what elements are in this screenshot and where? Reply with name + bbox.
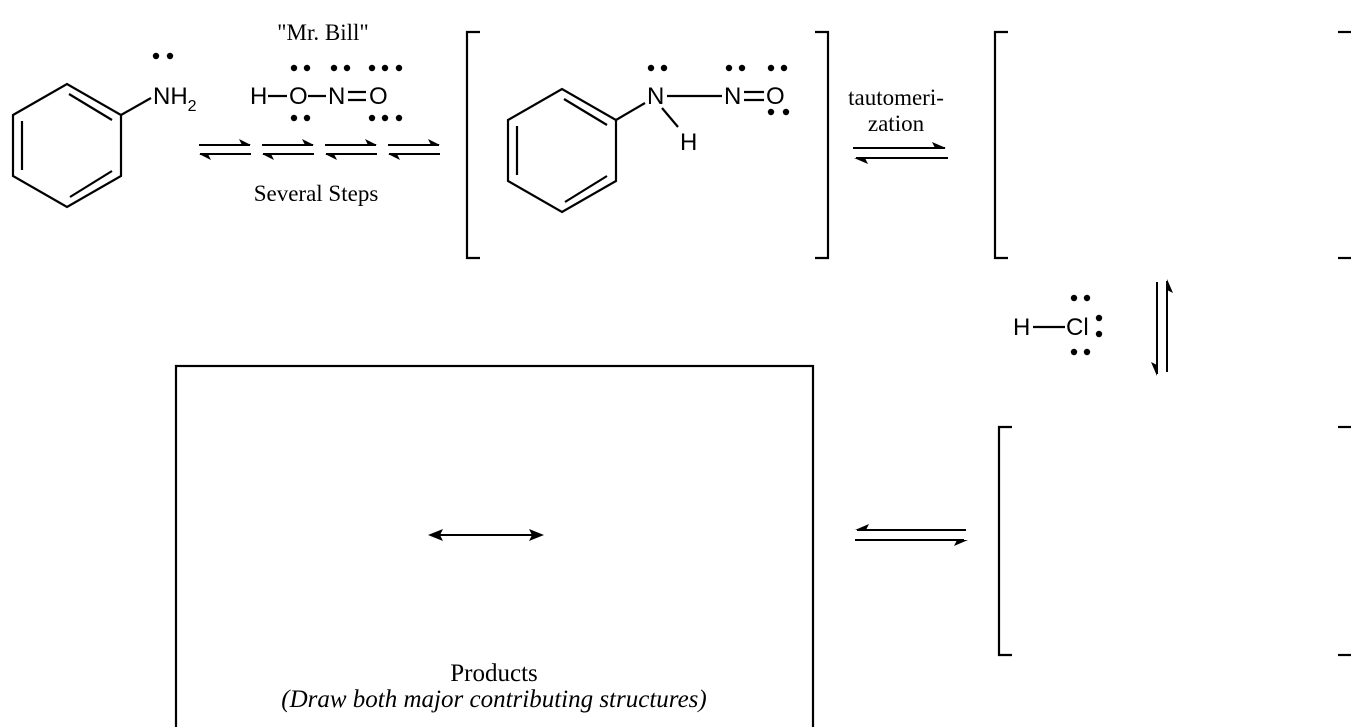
left-bracket	[997, 425, 1012, 657]
reagent-nickname: "Mr. Bill"	[277, 20, 369, 45]
ring-inner-double-bond	[69, 170, 113, 198]
ring-inner-double-bond	[68, 93, 113, 121]
nitroso-n-atom: N	[724, 83, 741, 110]
intermediate-benzene-ring	[506, 87, 618, 214]
products-title: Products	[450, 660, 538, 687]
hono-h-atom: H	[250, 83, 267, 110]
hono-o-atom: O	[289, 83, 308, 110]
c-n-bond	[120, 97, 152, 116]
hcl-cl-atom: Cl	[1066, 314, 1089, 341]
aniline-benzene-ring	[11, 82, 123, 209]
products-equilibrium-arrow	[855, 524, 968, 546]
chloride-lone-pairs	[1070, 294, 1103, 356]
tautomerization-equilibrium-arrow	[853, 142, 948, 164]
protonated-answer-bracket	[997, 425, 1351, 657]
steps-caption: Several Steps	[254, 181, 379, 206]
equilibrium-arrow	[199, 139, 251, 160]
n-h-atom: H	[680, 129, 697, 156]
ring-inner-double-bond	[563, 98, 608, 126]
products-instruction: (Draw both major contributing structures…	[281, 686, 706, 713]
nitroso-o-atom: O	[766, 83, 785, 110]
nitrous-acid-structure: H O N O	[250, 64, 403, 122]
amine-n-atom: N	[647, 83, 664, 110]
hono-n-atom: N	[328, 83, 345, 110]
tautomer-answer-bracket	[993, 30, 1351, 260]
hono-lone-pairs	[290, 64, 403, 122]
multi-step-equilibrium-arrows	[199, 139, 440, 160]
tautomerization-label-line1: tautomeri-	[848, 85, 944, 110]
intermediate-brackets	[465, 30, 830, 260]
n-nitrosoamine-structure: N N O H	[506, 64, 790, 214]
n-h-bond	[661, 107, 679, 128]
c-n-bond	[615, 102, 646, 121]
left-bracket	[465, 30, 480, 260]
intermediate-lone-pairs	[647, 64, 790, 116]
benzene-ring-outline	[11, 82, 123, 209]
hcl-reagent: H Cl	[1013, 294, 1103, 356]
hono-o2-atom: O	[369, 83, 388, 110]
products-box-frame	[174, 364, 815, 727]
equilibrium-arrow	[388, 139, 440, 160]
amine-lone-pair	[152, 52, 174, 60]
tautomerization-label-line2: zation	[868, 111, 925, 136]
ring-inner-double-bond	[564, 175, 608, 203]
left-bracket	[993, 30, 1008, 260]
benzene-ring-outline	[506, 87, 618, 214]
resonance-arrow	[428, 529, 544, 541]
equilibrium-arrow	[262, 139, 314, 160]
amine-nh-label: NH2	[153, 83, 197, 115]
right-bracket	[815, 30, 830, 260]
equilibrium-arrow	[325, 139, 377, 160]
products-box: Products (Draw both major contributing s…	[174, 364, 815, 727]
aniline-structure: NH2	[11, 52, 197, 209]
hcl-h-atom: H	[1013, 314, 1030, 341]
hcl-equilibrium-arrow	[1151, 279, 1173, 376]
